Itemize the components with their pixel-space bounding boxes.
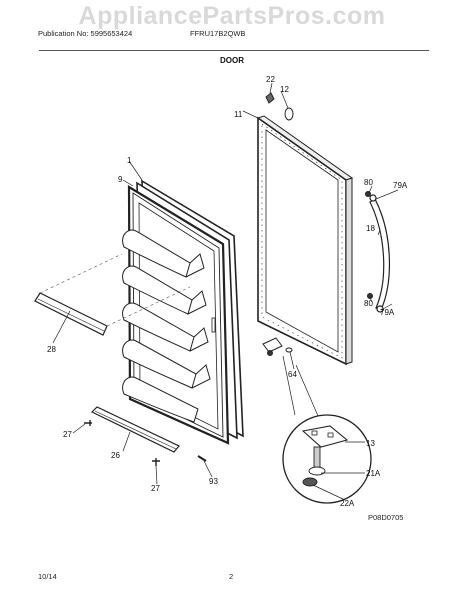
page-number: 2 bbox=[229, 572, 234, 581]
callout-64: 64 bbox=[288, 370, 297, 379]
door-liner-shelves bbox=[122, 229, 211, 423]
callout-28: 28 bbox=[47, 345, 56, 354]
watermark: AppliancePartsPros.com bbox=[78, 2, 386, 30]
inner-door-panel bbox=[256, 115, 354, 366]
callout-13: 13 bbox=[366, 439, 375, 448]
callout-22: 22 bbox=[266, 75, 275, 84]
callout-11: 11 bbox=[234, 110, 243, 119]
callout-27-bottom: 27 bbox=[151, 484, 160, 493]
callout-12: 12 bbox=[280, 85, 289, 94]
callout-21a: 21A bbox=[366, 469, 381, 478]
callout-27-left: 27 bbox=[63, 430, 72, 439]
callout-93: 93 bbox=[209, 477, 218, 486]
callout-labels: 1 9 11 12 13 18 21A 22 22A 26 27 27 28 6… bbox=[47, 75, 408, 508]
publication-number: Publication No: 5995653424 bbox=[38, 29, 133, 38]
model-number: FFRU17B2QWB bbox=[190, 29, 246, 38]
section-title: DOOR bbox=[220, 56, 244, 65]
callout-18: 18 bbox=[366, 224, 375, 233]
hinge-detail bbox=[282, 355, 372, 504]
door-handle bbox=[369, 194, 391, 313]
callout-80-top: 80 bbox=[364, 178, 373, 187]
callout-22a: 22A bbox=[340, 499, 355, 508]
callout-79a-top: 79A bbox=[393, 181, 408, 190]
toe-grille bbox=[90, 406, 180, 453]
header-rule bbox=[39, 50, 429, 51]
callout-79a-bottom: 79A bbox=[380, 308, 395, 317]
drawing-number: P08D0705 bbox=[368, 513, 404, 522]
leader-lines bbox=[52, 82, 399, 501]
callout-80-bottom: 80 bbox=[364, 299, 373, 308]
callout-9: 9 bbox=[118, 175, 123, 184]
callout-26: 26 bbox=[111, 451, 120, 460]
footer-date: 10/14 bbox=[38, 572, 57, 581]
callout-1: 1 bbox=[127, 156, 132, 165]
shelf-rail bbox=[34, 253, 191, 336]
